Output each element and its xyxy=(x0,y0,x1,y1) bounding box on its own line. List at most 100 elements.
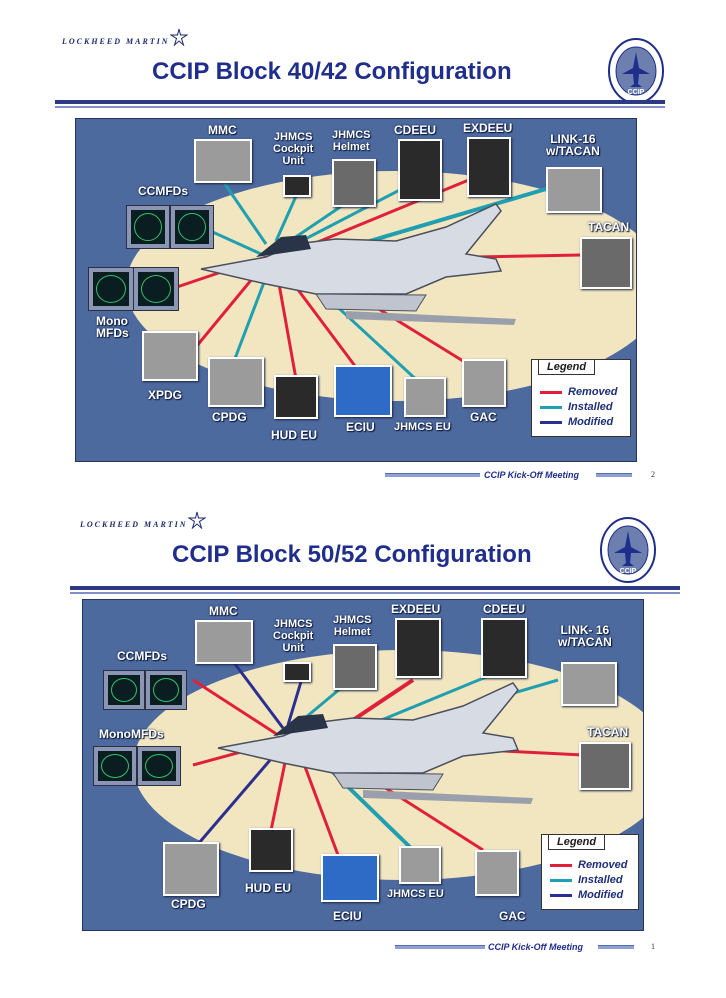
xpdg-label: XPDG xyxy=(148,388,183,402)
title-divider-light xyxy=(70,592,680,594)
jhmcs-helmet-label: JHMCS Helmet xyxy=(333,614,372,638)
jhmcs-eu-image xyxy=(404,377,446,417)
cpdg-label: CPDG xyxy=(171,897,206,911)
eciu-image xyxy=(321,854,379,902)
link16-image xyxy=(561,662,617,706)
mmc-unit-image xyxy=(194,139,252,183)
gac-label: GAC xyxy=(499,909,526,923)
footer-bar-left xyxy=(395,945,485,949)
svg-text:CCIP: CCIP xyxy=(620,568,637,575)
xpdg-image xyxy=(142,331,198,381)
exdeeu-image xyxy=(467,137,511,197)
exdeeu-label: EXDEEU xyxy=(391,602,441,616)
cdeeu-image xyxy=(398,139,442,201)
link16-label: LINK- 16 w/TACAN xyxy=(558,623,612,649)
ccmfd-display-right xyxy=(145,670,187,710)
page-number: 1 xyxy=(651,942,655,951)
title-divider xyxy=(55,100,665,104)
mono-mfd-display-left xyxy=(93,746,137,786)
mmc-label: MMC xyxy=(209,604,238,618)
jhmcs-cockpit-unit-label: JHMCS Cockpit Unit xyxy=(273,618,314,654)
page-title: CCIP Block 40/42 Configuration xyxy=(152,58,512,85)
legend-modified: Modified xyxy=(540,416,613,428)
tacan-label: TACAN xyxy=(587,725,629,739)
mono-mfds-label: Mono MFDs xyxy=(96,314,129,340)
star-icon xyxy=(188,511,206,529)
legend-title: Legend xyxy=(548,834,606,850)
gac-image xyxy=(462,359,506,407)
f16-aircraft xyxy=(217,682,533,804)
jhmcs-cockpit-unit-label: JHMCS Cockpit Unit xyxy=(273,131,314,167)
eciu-label: ECIU xyxy=(346,420,375,434)
exdeeu-label: EXDEEU xyxy=(463,121,513,135)
footer-bar-left xyxy=(385,473,480,477)
hud-eu-label: HUD EU xyxy=(245,881,292,895)
cpdg-image xyxy=(208,357,264,407)
gac-label: GAC xyxy=(470,410,497,424)
ccmfds-label: CCMFDs xyxy=(117,649,167,663)
footer-text: CCIP Kick-Off Meeting xyxy=(488,942,584,952)
footer-bar-right xyxy=(596,473,632,477)
slide-block-50-52: LOCKHEED MARTIN CCIP Block 50/52 Configu… xyxy=(0,499,726,998)
legend-installed: Installed xyxy=(540,401,613,413)
ccip-seal-logo: CCIP xyxy=(608,38,664,104)
hud-eu-image xyxy=(249,828,293,872)
page-number: 2 xyxy=(651,470,655,479)
jhmcs-cockpit-unit-image xyxy=(283,175,311,197)
legend: Legend Removed Installed Modified xyxy=(531,359,631,437)
legend: Legend Removed Installed Modified xyxy=(541,834,639,910)
tacan-label: TACAN xyxy=(588,220,630,234)
mmc-label: MMC xyxy=(208,123,237,137)
legend-title: Legend xyxy=(538,359,596,375)
ccmfd-display-left xyxy=(103,670,145,710)
f16-aircraft xyxy=(200,203,516,325)
mono-mfd-display-left xyxy=(88,267,134,311)
jhmcs-eu-label: JHMCS EU xyxy=(394,421,451,433)
ccmfds-label: CCMFDs xyxy=(138,184,188,198)
jhmcs-eu-label: JHMCS EU xyxy=(387,888,444,900)
legend-installed: Installed xyxy=(550,874,623,886)
title-divider-light xyxy=(55,106,665,108)
diagram-panel: MMC JHMCS Cockpit Unit JHMCS Helmet CDEE… xyxy=(75,118,637,462)
mono-mfds-label: MonoMFDs xyxy=(99,727,164,741)
mono-mfd-display-right xyxy=(137,746,181,786)
hud-eu-label: HUD EU xyxy=(271,428,318,442)
cdeeu-image xyxy=(481,618,527,678)
tacan-image xyxy=(579,742,631,790)
ccmfd-display-right xyxy=(170,205,214,249)
legend-modified: Modified xyxy=(550,889,623,901)
ccip-seal-logo: CCIP xyxy=(600,517,656,583)
slide-block-40-42: LOCKHEED MARTIN CCIP Block 40/42 Configu… xyxy=(55,28,665,480)
svg-text:CCIP: CCIP xyxy=(628,89,645,96)
title-divider xyxy=(70,586,680,590)
legend-removed: Removed xyxy=(550,859,628,871)
footer-bar-right xyxy=(598,945,634,949)
link16-label: LINK-16 w/TACAN xyxy=(546,132,600,158)
cdeeu-label: CDEEU xyxy=(483,602,526,616)
tacan-image xyxy=(580,237,632,289)
lockheed-martin-logo: LOCKHEED MARTIN xyxy=(62,37,170,46)
link16-image xyxy=(546,167,602,213)
mono-mfd-display-right xyxy=(133,267,179,311)
eciu-image xyxy=(334,365,392,417)
gac-image xyxy=(475,850,519,896)
page-title: CCIP Block 50/52 Configuration xyxy=(172,541,532,568)
lockheed-martin-logo: LOCKHEED MARTIN xyxy=(80,520,188,529)
diagram-panel: MMC JHMCS Cockpit Unit JHMCS Helmet EXDE… xyxy=(82,599,644,931)
cpdg-image xyxy=(163,842,219,896)
exdeeu-image xyxy=(395,618,441,678)
hud-eu-image xyxy=(274,375,318,419)
legend-removed: Removed xyxy=(540,386,618,398)
jhmcs-helmet-image xyxy=(333,644,377,690)
cdeeu-label: CDEEU xyxy=(394,123,437,137)
jhmcs-helmet-image xyxy=(332,159,376,207)
mmc-unit-image xyxy=(195,620,253,664)
jhmcs-helmet-label: JHMCS Helmet xyxy=(332,129,371,153)
jhmcs-cockpit-unit-image xyxy=(283,662,311,682)
cpdg-label: CPDG xyxy=(212,410,247,424)
footer-text: CCIP Kick-Off Meeting xyxy=(484,470,580,480)
jhmcs-eu-image xyxy=(399,846,441,884)
ccmfd-display-left xyxy=(126,205,170,249)
star-icon xyxy=(170,28,188,46)
eciu-label: ECIU xyxy=(333,909,362,923)
